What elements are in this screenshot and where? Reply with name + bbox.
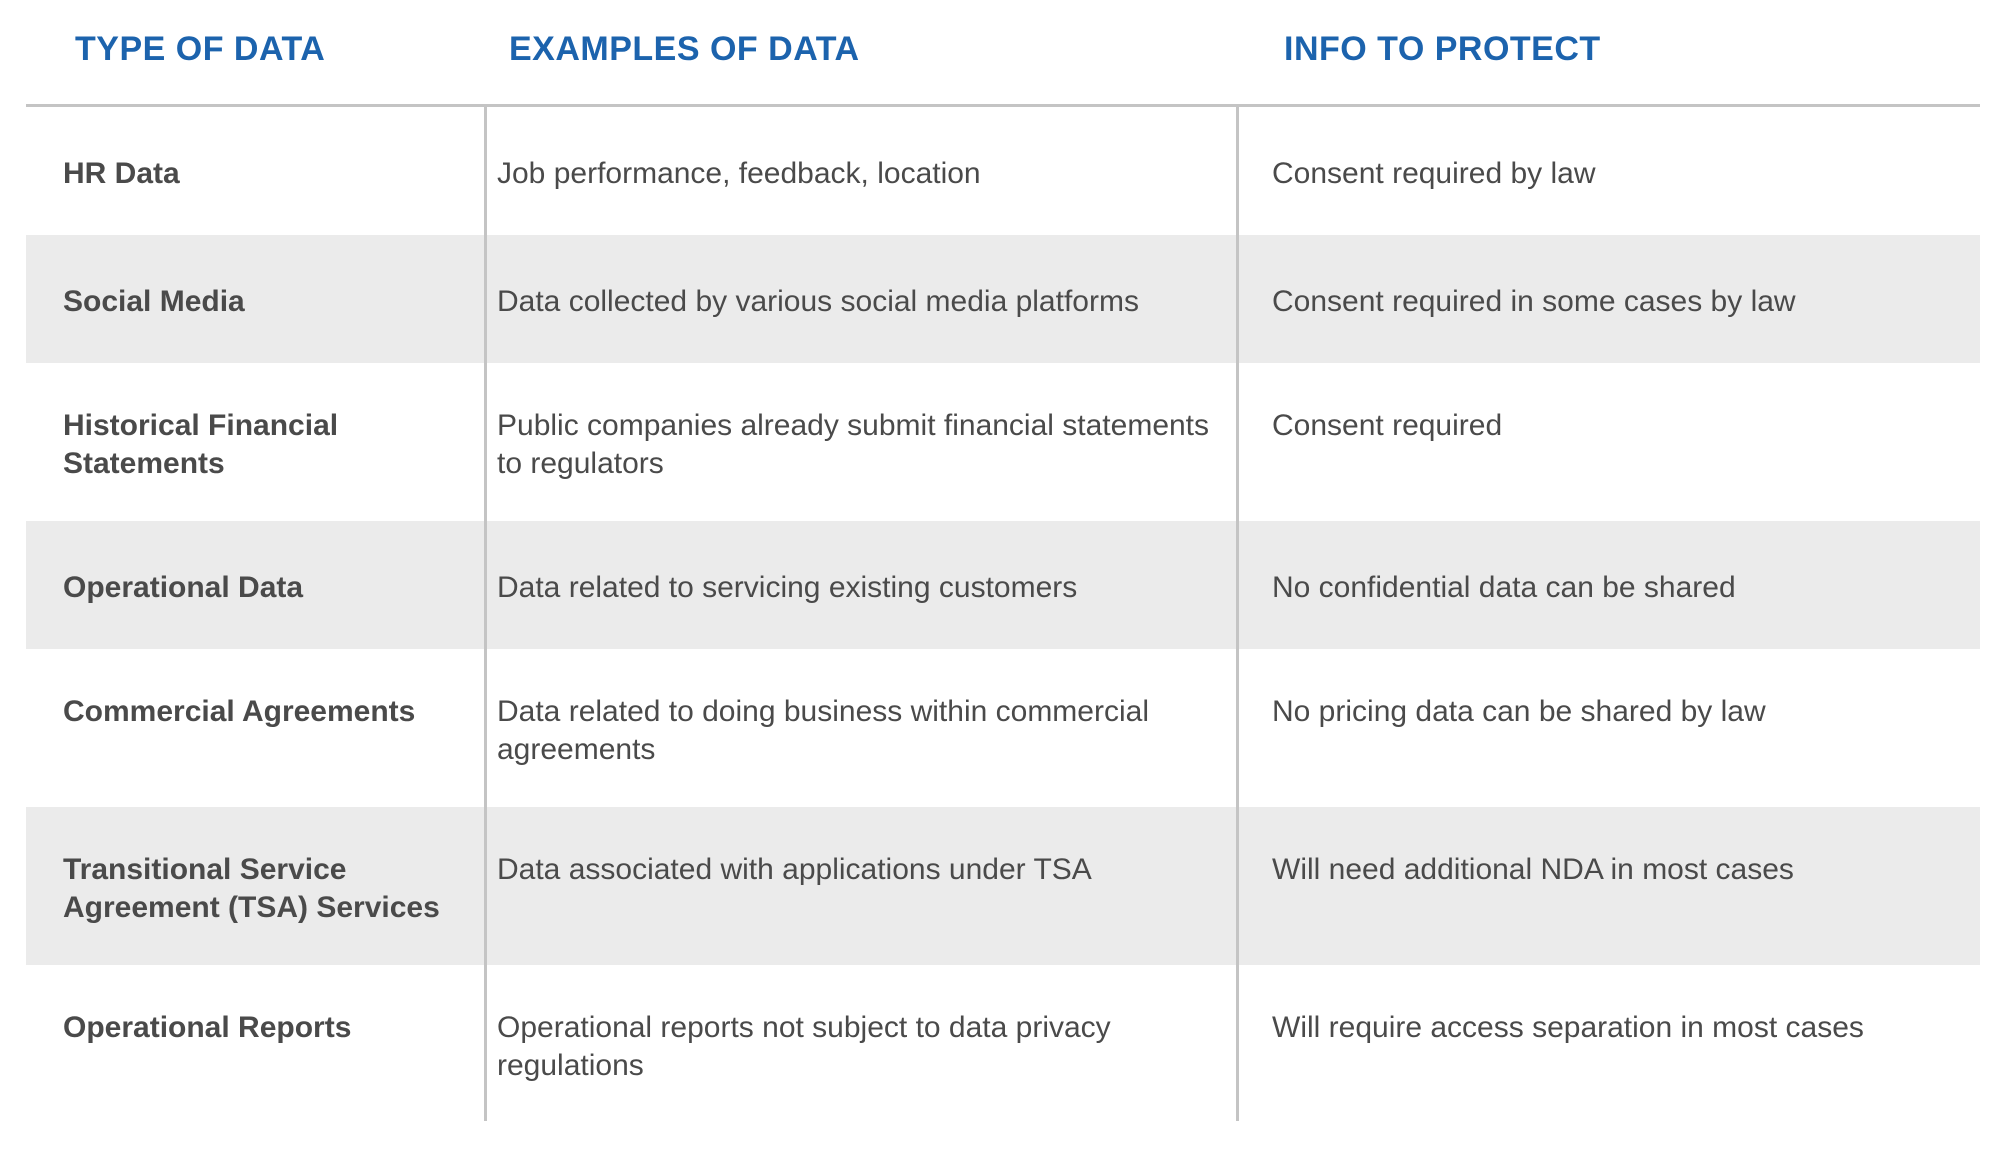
row-type-cell: Operational Data <box>63 571 304 604</box>
column-divider <box>1236 107 1239 1121</box>
row-examples-cell: Public companies already submit financia… <box>497 409 1210 480</box>
row-type-cell: Transitional Service Agreement (TSA) Ser… <box>63 853 440 924</box>
table-row: Transitional Service Agreement (TSA) Ser… <box>26 807 1980 965</box>
row-protect-cell: Consent required in some cases by law <box>1272 285 1796 318</box>
row-examples-cell: Data associated with applications under … <box>497 853 1092 886</box>
data-protection-table: TYPE OF DATA EXAMPLES OF DATA INFO TO PR… <box>26 0 1980 1123</box>
table-row: HR Data Job performance, feedback, locat… <box>26 107 1980 235</box>
table-row: Commercial Agreements Data related to do… <box>26 649 1980 807</box>
header-type-of-data: TYPE OF DATA <box>75 30 326 68</box>
row-type-cell: Commercial Agreements <box>63 695 416 728</box>
row-protect-cell: Consent required by law <box>1272 157 1596 190</box>
table-row: Operational Reports Operational reports … <box>26 965 1980 1123</box>
header-examples-of-data: EXAMPLES OF DATA <box>509 30 860 68</box>
row-type-cell: HR Data <box>63 157 180 190</box>
row-examples-cell: Data related to servicing existing custo… <box>497 571 1078 604</box>
table-header: TYPE OF DATA EXAMPLES OF DATA INFO TO PR… <box>26 0 1980 107</box>
row-examples-cell: Data collected by various social media p… <box>497 285 1139 318</box>
row-protect-cell: No confidential data can be shared <box>1272 571 1736 604</box>
row-type-cell: Historical Financial Statements <box>63 409 339 480</box>
table-row: Social Media Data collected by various s… <box>26 235 1980 363</box>
column-divider <box>484 107 487 1121</box>
table-row: Historical Financial Statements Public c… <box>26 363 1980 521</box>
row-protect-cell: No pricing data can be shared by law <box>1272 695 1766 728</box>
row-examples-cell: Job performance, feedback, location <box>497 157 981 190</box>
table-row: Operational Data Data related to servici… <box>26 521 1980 649</box>
row-protect-cell: Will require access separation in most c… <box>1272 1011 1864 1044</box>
row-type-cell: Social Media <box>63 285 245 318</box>
row-type-cell: Operational Reports <box>63 1011 352 1044</box>
header-info-to-protect: INFO TO PROTECT <box>1284 30 1601 68</box>
row-examples-cell: Data related to doing business within co… <box>497 695 1149 766</box>
row-protect-cell: Consent required <box>1272 409 1503 442</box>
row-examples-cell: Operational reports not subject to data … <box>497 1011 1111 1082</box>
row-protect-cell: Will need additional NDA in most cases <box>1272 853 1794 886</box>
